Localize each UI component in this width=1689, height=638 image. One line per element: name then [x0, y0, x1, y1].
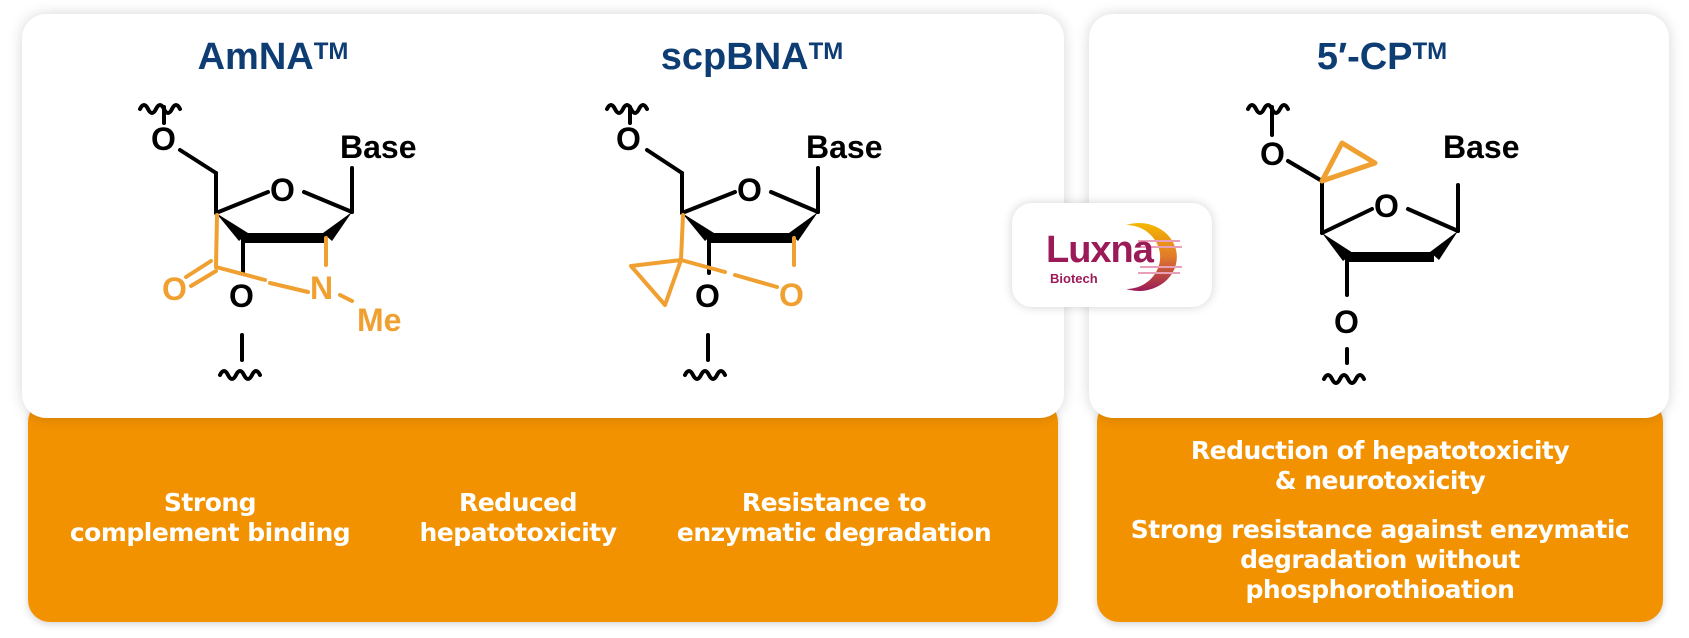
benefits-panel-bna: [28, 400, 1058, 622]
atom-o-top: O: [616, 121, 641, 157]
title-scpbna: scpBNATM: [660, 36, 844, 78]
atom-n: N: [310, 270, 333, 306]
cyclopropyl-ring: [629, 258, 683, 307]
wavy-bond-top: [605, 103, 649, 115]
atom-o-top: O: [1260, 136, 1285, 172]
benefits-panel-5cp: [1097, 400, 1663, 622]
atom-o-bridge: O: [779, 277, 804, 313]
title-amna: AmNATM: [197, 36, 349, 78]
luxna-logo: Luxna Biotech: [1012, 203, 1212, 307]
atom-o-ring: O: [737, 172, 762, 208]
wavy-bond-bottom: [218, 369, 262, 381]
wavy-bond-top: [138, 103, 182, 115]
structures-card-bna: [22, 14, 1064, 418]
atom-me: Me: [357, 302, 401, 338]
wavy-bond-bottom: [683, 369, 727, 381]
logo-name: Luxna: [1046, 229, 1154, 271]
atom-o-carbonyl: O: [162, 271, 187, 307]
wavy-bond-top: [1246, 103, 1290, 115]
wavy-bond-bottom: [1322, 373, 1366, 385]
atom-base: Base: [806, 129, 883, 165]
logo-crescent-icon: [1126, 223, 1182, 291]
atom-o-ring: O: [1374, 188, 1399, 224]
atom-o-ring: O: [270, 172, 295, 208]
cyclopropyl-ring: [1319, 140, 1378, 184]
atom-base: Base: [340, 129, 417, 165]
5cp-structure: O O Base O: [1246, 103, 1520, 385]
atom-o-bottom: O: [695, 278, 720, 314]
title-5cp: 5′-CPTM: [1316, 36, 1448, 78]
atom-o-bottom: O: [229, 278, 254, 314]
benefit-toxicity-reduction: Reduction of hepatotoxicity& neurotoxici…: [1190, 436, 1570, 495]
logo-subtitle: Biotech: [1050, 271, 1098, 286]
atom-o-bottom: O: [1334, 304, 1359, 340]
atom-o-top: O: [151, 121, 176, 157]
scpbna-structure: O O Base O O: [605, 103, 883, 381]
amna-structure: O O Base O O N Me: [138, 103, 417, 381]
atom-base: Base: [1443, 129, 1520, 165]
